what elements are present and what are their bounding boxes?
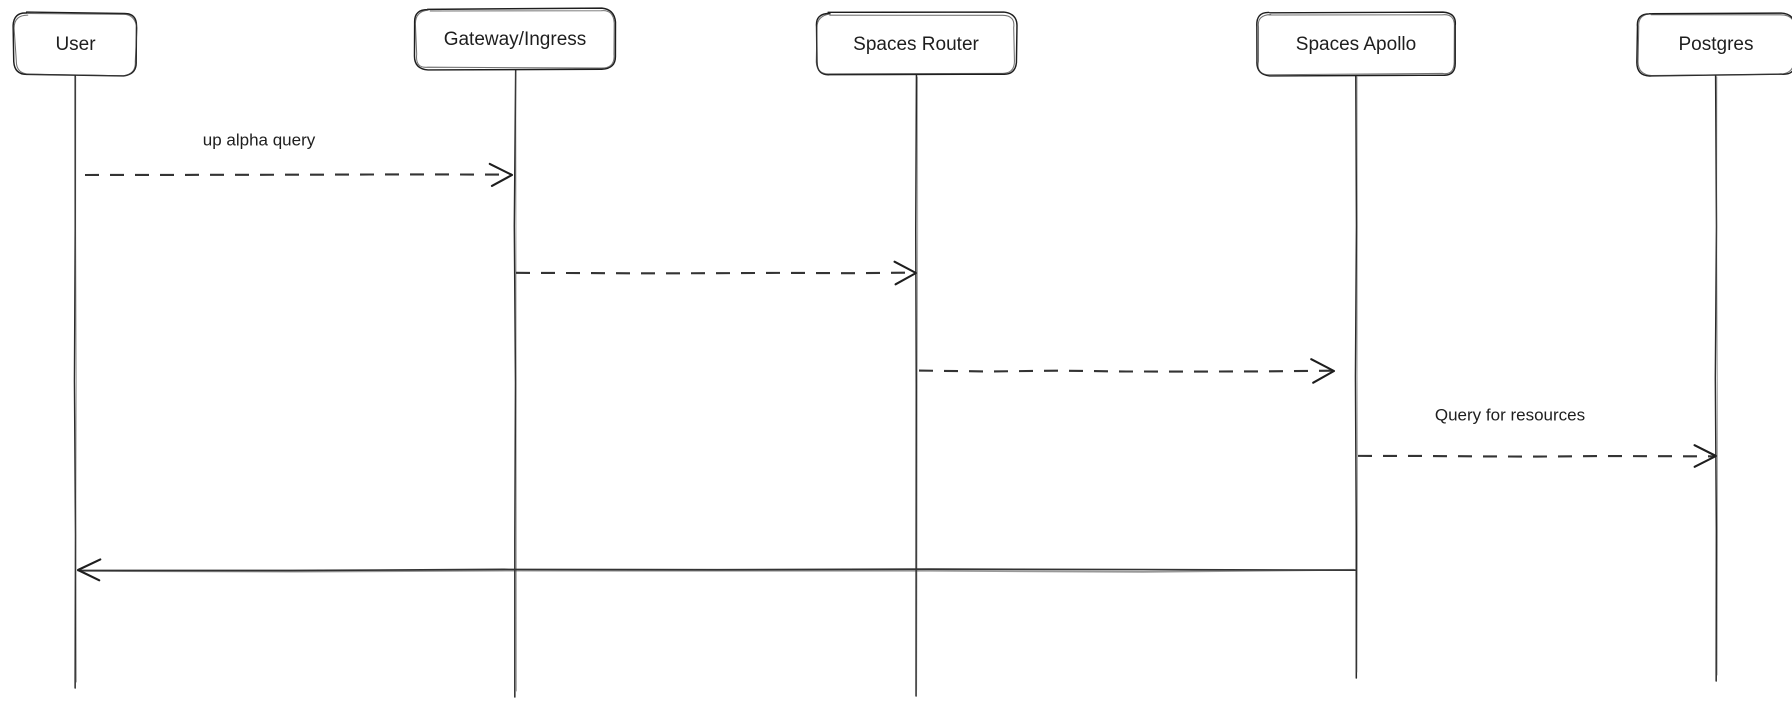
lifelines-layer bbox=[73, 68, 1718, 698]
message-msg-5[interactable] bbox=[76, 558, 1357, 582]
participant-box-sketch-echo bbox=[13, 12, 138, 77]
participant-gateway[interactable]: Gateway/Ingress bbox=[413, 7, 617, 71]
message-line bbox=[515, 271, 917, 275]
message-line bbox=[918, 369, 1335, 373]
participant-box-sketch-echo bbox=[1257, 14, 1455, 76]
message-label: up alpha query bbox=[203, 130, 316, 149]
participant-box-sketch-echo bbox=[414, 9, 615, 69]
participant-label-user: User bbox=[55, 34, 96, 55]
arrowhead-left-icon bbox=[76, 558, 102, 582]
lifeline-postgres bbox=[1714, 74, 1718, 682]
participant-user[interactable]: User bbox=[12, 11, 138, 77]
message-line-sketch-echo bbox=[83, 568, 1355, 573]
participant-box bbox=[1256, 11, 1457, 77]
participants-layer: User Gateway/Ingress Spaces Router Spaces A… bbox=[12, 7, 1792, 77]
participant-router[interactable]: Spaces Router bbox=[815, 11, 1018, 76]
participant-box bbox=[413, 7, 617, 71]
participant-box-sketch-echo bbox=[1637, 13, 1792, 77]
participant-label-router: Spaces Router bbox=[853, 34, 979, 55]
message-label: Query for resources bbox=[1435, 405, 1585, 424]
message-msg-3[interactable] bbox=[918, 358, 1336, 384]
participant-label-gateway: Gateway/Ingress bbox=[444, 29, 587, 50]
participant-box-sketch-echo bbox=[815, 13, 1015, 75]
lifeline-gateway bbox=[513, 68, 517, 698]
message-line bbox=[84, 173, 513, 177]
message-msg-1[interactable]: up alpha query bbox=[84, 130, 514, 187]
arrowhead-right-icon bbox=[488, 162, 514, 187]
lifeline-user bbox=[73, 74, 77, 689]
lifeline-apollo bbox=[1354, 74, 1359, 679]
message-msg-4[interactable]: Query for resources bbox=[1357, 405, 1718, 468]
message-line bbox=[77, 568, 1357, 572]
arrowhead-right-icon bbox=[893, 260, 918, 286]
lifeline-router bbox=[914, 74, 919, 697]
participant-label-apollo: Spaces Apollo bbox=[1296, 34, 1416, 55]
participant-label-postgres: Postgres bbox=[1679, 34, 1754, 55]
arrowhead-right-icon bbox=[1693, 444, 1718, 468]
participant-apollo[interactable]: Spaces Apollo bbox=[1256, 11, 1457, 77]
participant-box bbox=[815, 11, 1018, 76]
participant-postgres[interactable]: Postgres bbox=[1636, 12, 1792, 77]
message-line bbox=[1357, 454, 1717, 458]
arrowhead-right-icon bbox=[1310, 358, 1336, 384]
message-msg-2[interactable] bbox=[515, 260, 918, 286]
